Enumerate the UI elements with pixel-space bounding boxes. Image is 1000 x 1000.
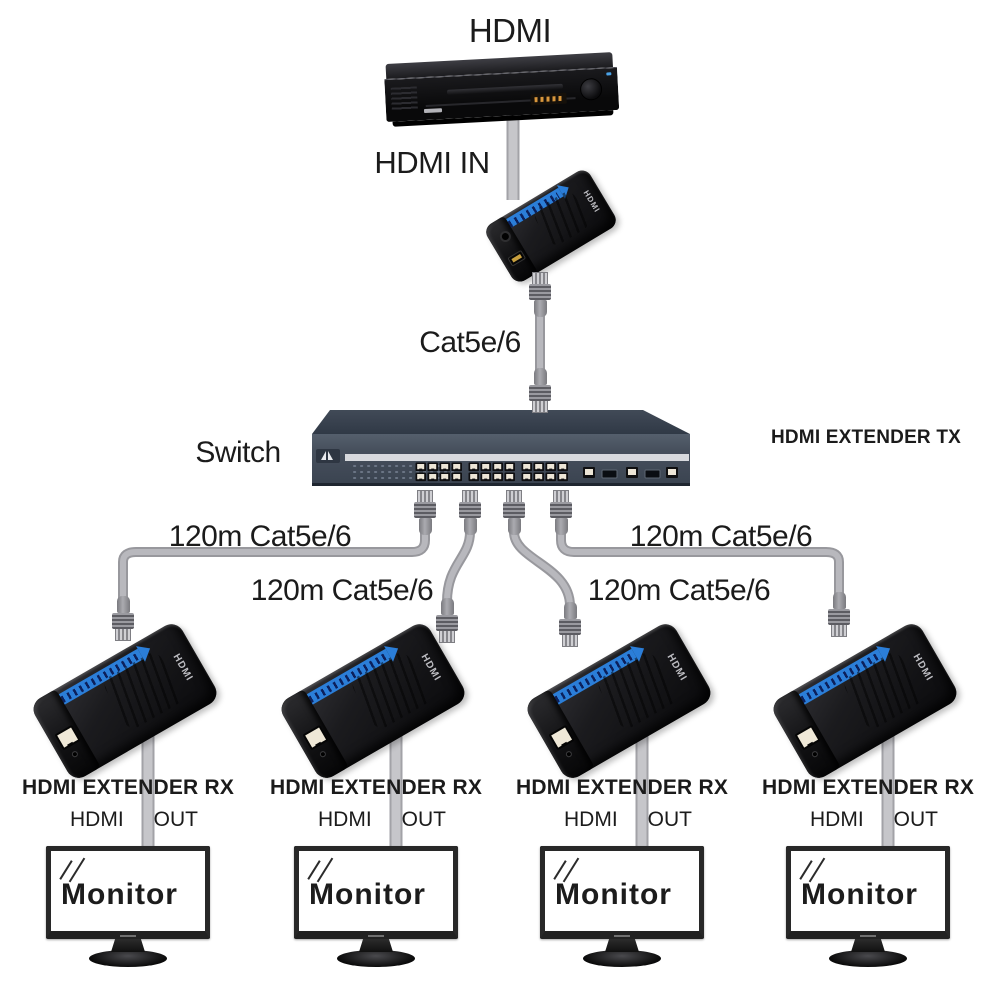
extender-side-label: HDMI	[664, 651, 690, 684]
rj45-plug-rx3	[559, 602, 581, 647]
monitor-stand-neck	[605, 939, 639, 952]
hdmi-extender-tx-device: HDMI	[482, 166, 620, 286]
hdmi-extender-rx-label-2: HDMI EXTENDER RX	[269, 776, 483, 799]
switch-port-group-2	[468, 462, 516, 482]
cable-length-label-2: 120m Cat5e/6	[250, 574, 434, 607]
network-switch	[303, 403, 703, 500]
hdmi-out-label-2: HDMI OUT	[272, 808, 492, 832]
monitor-screen: Monitor	[294, 846, 458, 939]
monitor-3: Monitor	[540, 846, 704, 967]
hdmi-out-word1: HDMI	[810, 808, 864, 831]
rj45-plug-tx-end	[529, 272, 551, 317]
source-hdmi-label: HDMI	[468, 12, 552, 49]
monitor-screen: Monitor	[786, 846, 950, 939]
rj45-pins	[532, 401, 548, 413]
hdmi-extender-rx-label-3: HDMI EXTENDER RX	[515, 776, 729, 799]
extender-side-label: HDMI	[418, 651, 444, 684]
hdmi-port	[507, 249, 527, 267]
sfp-slot	[644, 469, 661, 479]
monitor-label: Monitor	[309, 878, 426, 911]
rj45-collar	[529, 385, 551, 401]
reset-hole	[812, 751, 818, 757]
switch-top-face	[312, 410, 690, 434]
rj45-plug-switch-bottom-4	[550, 490, 572, 535]
monitor-stand-base	[829, 950, 907, 967]
monitor-stand-neck	[111, 939, 145, 952]
hdmi-out-word1: HDMI	[70, 808, 124, 831]
switch-uplink-ports	[583, 467, 678, 479]
reset-hole	[72, 751, 78, 757]
rj45-plug-switch-bottom-2	[459, 490, 481, 535]
monitor-stand-neck	[359, 939, 393, 952]
hdmi-in-label: HDMI IN	[374, 145, 490, 180]
rj45-boot	[533, 368, 547, 385]
extender-side-label: HDMI	[170, 651, 196, 684]
rj45-collar	[529, 284, 551, 300]
rj45-plug-rx4	[828, 592, 850, 637]
player-jog-dial	[579, 77, 603, 101]
hdmi-out-word1: HDMI	[318, 808, 372, 831]
hdmi-extender-rx-device-1: HDMI	[28, 619, 222, 783]
monitor-2: Monitor	[294, 846, 458, 967]
rj45-plug-rx1	[112, 596, 134, 641]
hdmi-extender-tx-label: HDMI EXTENDER TX	[770, 427, 962, 448]
rj45-port	[54, 724, 81, 751]
hdmi-out-word2: OUT	[401, 808, 446, 831]
monitor-4: Monitor	[786, 846, 950, 967]
monitor-stand-base	[89, 950, 167, 967]
hdmi-out-word1: HDMI	[564, 808, 618, 831]
rj45-port	[302, 724, 329, 751]
reset-hole	[320, 751, 326, 757]
hdmi-out-label-3: HDMI OUT	[518, 808, 738, 832]
cat5-label: Cat5e/6	[419, 326, 521, 359]
rj45-plug-switch-top	[529, 368, 551, 413]
hdmi-extender-rx-label-1: HDMI EXTENDER RX	[21, 776, 235, 799]
switch-port-group-3	[521, 462, 569, 482]
hdmi-out-word2: OUT	[893, 808, 938, 831]
monitor-1: Monitor	[46, 846, 210, 967]
player-vents	[390, 86, 418, 112]
cable-length-label-3: 120m Cat5e/6	[587, 574, 771, 607]
rj45-plug-switch-bottom-3	[503, 490, 525, 535]
hdmi-extender-rx-device-2: HDMI	[276, 619, 470, 783]
extender-side-label: HDMI	[910, 651, 936, 684]
monitor-stand-base	[583, 950, 661, 967]
hdmi-out-label-4: HDMI OUT	[764, 808, 984, 832]
reset-hole	[566, 751, 572, 757]
monitor-stand-neck	[851, 939, 885, 952]
hdmi-extender-rx-device-3: HDMI	[522, 619, 716, 783]
rj45-boot	[533, 300, 547, 317]
player-display	[530, 92, 567, 106]
rj45-plug-rx2	[436, 598, 458, 643]
monitor-screen: Monitor	[46, 846, 210, 939]
monitor-screen: Monitor	[540, 846, 704, 939]
monitor-label: Monitor	[555, 878, 672, 911]
hdmi-out-label-1: HDMI OUT	[24, 808, 244, 832]
rj45-pins	[532, 272, 548, 284]
hdmi-extender-rx-label-4: HDMI EXTENDER RX	[761, 776, 975, 799]
rj45-port	[548, 724, 575, 751]
hdmi-out-word2: OUT	[647, 808, 692, 831]
hdmi-source-player	[384, 52, 620, 127]
cable-length-label-4: 120m Cat5e/6	[629, 520, 813, 553]
dc-power-jack	[497, 228, 513, 245]
monitor-label: Monitor	[801, 878, 918, 911]
rj45-port	[794, 724, 821, 751]
monitor-label: Monitor	[61, 878, 178, 911]
sfp-slot	[601, 469, 618, 479]
player-bluray-logo	[606, 72, 612, 76]
switch-port-group-1	[415, 462, 463, 482]
hdmi-extender-rx-device-4: HDMI	[768, 619, 962, 783]
switch-front-stripe	[345, 454, 689, 461]
rj45-plug-switch-bottom-1	[414, 490, 436, 535]
cable-length-label-1: 120m Cat5e/6	[168, 520, 352, 553]
player-brand-mark	[423, 108, 443, 114]
switch-label: Switch	[195, 436, 281, 469]
monitor-stand-base	[337, 950, 415, 967]
hdmi-out-word2: OUT	[153, 808, 198, 831]
